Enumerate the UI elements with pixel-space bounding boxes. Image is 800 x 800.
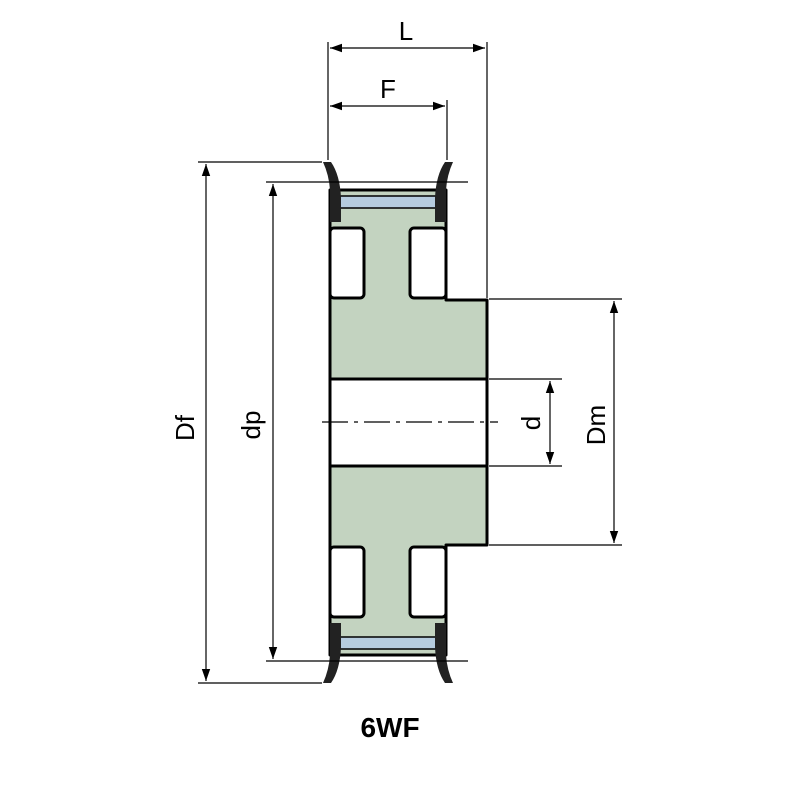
cutout-bottom-left [328, 545, 366, 619]
label-Dm: Dm [581, 405, 611, 445]
extension-lines [198, 42, 622, 684]
cutout-bottom-right [408, 545, 448, 619]
dimension-lines [201, 43, 619, 681]
belt-bottom [339, 636, 437, 650]
label-F: F [380, 74, 396, 104]
label-Df: Df [170, 414, 200, 441]
caption: 6WF [360, 712, 419, 743]
cutout-top-left [328, 226, 366, 300]
label-L: L [399, 16, 413, 46]
cutout-top-right [408, 226, 448, 300]
flange-bottom-left [323, 623, 341, 683]
belt-top [339, 195, 437, 209]
label-dp: dp [236, 411, 266, 440]
flange-bottom-right [435, 623, 453, 683]
flange-top-right [435, 162, 453, 222]
label-d: d [516, 416, 546, 430]
flanges [323, 162, 453, 683]
flange-top-left [323, 162, 341, 222]
